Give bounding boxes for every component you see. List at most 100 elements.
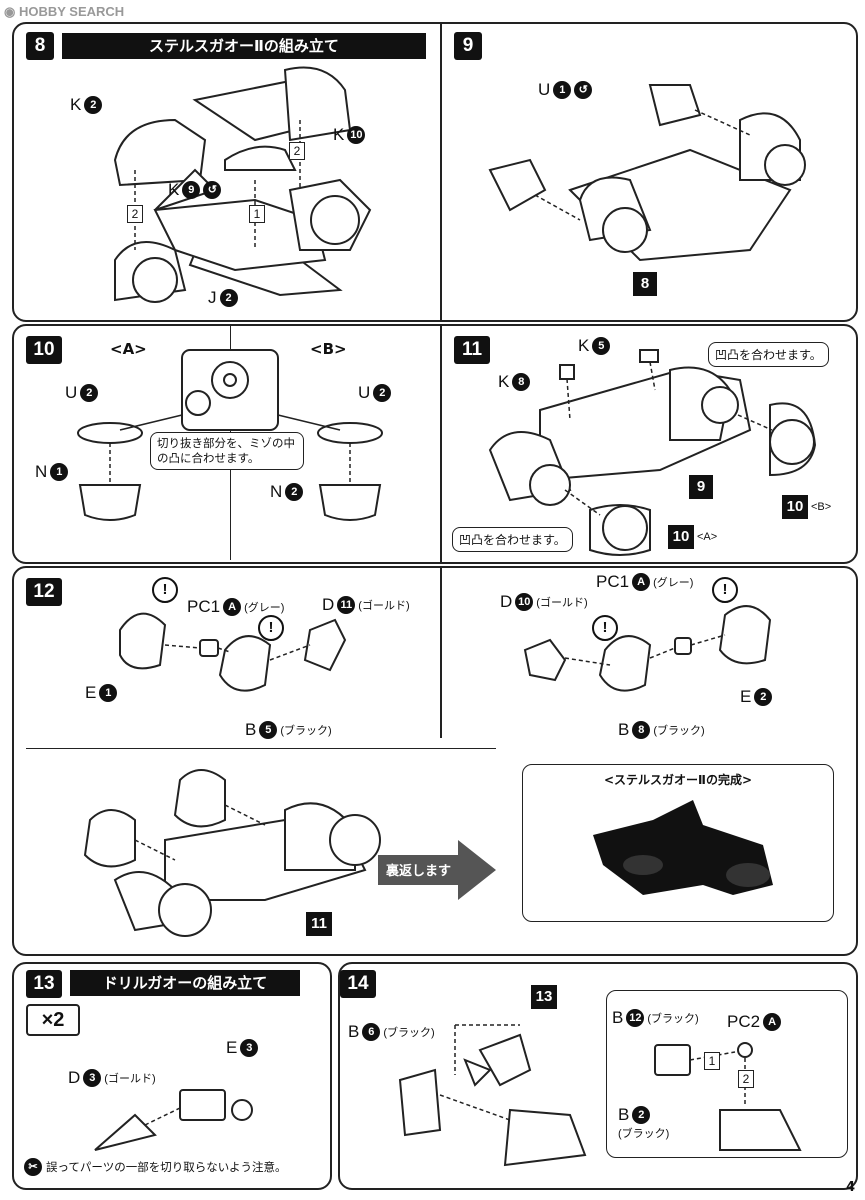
step-8-illustration <box>113 66 372 303</box>
flip-label: 裏返します <box>386 864 452 879</box>
step-8-title: ステルスガオーⅡの組み立て <box>62 33 426 59</box>
step-9-illustration <box>488 84 806 262</box>
label-b5-color: (ブラック) <box>280 725 332 737</box>
label-b6-letter: B <box>348 1022 360 1041</box>
label-k9-letter: K <box>168 180 180 199</box>
step-14-ref-13: 13 <box>531 985 557 1009</box>
label-pc2-text: PC2 <box>727 1012 761 1031</box>
step-9-number: 9 <box>454 32 482 60</box>
label-d11-num: 11 <box>337 596 356 614</box>
step-11-note-bottom: 凹凸を合わせます。 <box>452 527 573 552</box>
label-pc1-right-text: PC1 <box>596 572 630 591</box>
label-e1-letter: E <box>85 683 97 702</box>
label-pc1-right-color: (グレー) <box>653 577 694 589</box>
label-pc1-right-num: A <box>632 573 651 591</box>
label-b8-color: (ブラック) <box>653 725 705 737</box>
label-b6-color: (ブラック) <box>383 1027 435 1039</box>
label-d11-letter: D <box>322 595 335 614</box>
label-b12-num: 12 <box>626 1009 645 1027</box>
label-10a-text: <A> <box>697 531 718 543</box>
label-b: <B> <box>310 340 347 358</box>
completed-model-image <box>593 800 773 895</box>
step-8-order-1: 1 <box>249 205 265 223</box>
label-u2-right-letter: U <box>358 383 371 402</box>
step-13-caution-text: 誤ってパーツの一部を切り取らないよう注意。 <box>46 1160 287 1174</box>
step-10-illustration <box>77 349 383 521</box>
label-k10-num: 10 <box>347 126 366 144</box>
label-b8-num: 8 <box>632 721 651 739</box>
divider-12 <box>440 568 442 738</box>
step-12-right-illustration <box>523 605 772 692</box>
hobby-search-logo: ◉ HOBBY SEARCH <box>4 4 124 20</box>
step-10-number: 10 <box>26 336 62 364</box>
step-13-title: ドリルガオーの組み立て <box>70 970 300 996</box>
step-10-note: 切り抜き部分を、ミゾの中の凸に合わせます。 <box>150 432 304 470</box>
label-b12-color: (ブラック) <box>647 1013 699 1025</box>
label-k8-letter: K <box>498 372 510 391</box>
label-b2-num: 2 <box>632 1106 651 1124</box>
label-b5-num: 5 <box>259 721 278 739</box>
label-10a: 10<A> <box>668 525 717 549</box>
label-d3-color: (ゴールド) <box>104 1073 156 1085</box>
caution-icon: ! <box>152 577 178 603</box>
step-12-left-illustration <box>119 612 347 692</box>
step-14-order-1: 1 <box>704 1052 720 1070</box>
label-n2-num: 2 <box>285 483 304 501</box>
quantity-badge: ×2 <box>26 1004 80 1036</box>
caution-icon: ! <box>592 615 618 641</box>
label-e3-letter: E <box>226 1038 238 1057</box>
label-d10-color: (ゴールド) <box>536 597 588 609</box>
label-u2-left-num: 2 <box>80 384 99 402</box>
divider-12-horizontal <box>26 748 496 749</box>
label-k5-letter: K <box>578 336 590 355</box>
label-n2-letter: N <box>270 482 283 501</box>
label-pc1-left-text: PC1 <box>187 597 221 616</box>
label-10b: 10<B> <box>782 495 831 519</box>
label-a: <A> <box>110 340 147 358</box>
label-e2-letter: E <box>740 687 752 706</box>
step-11-illustration <box>488 349 817 556</box>
label-b6-num: 6 <box>362 1023 381 1041</box>
step-14-number: 14 <box>340 970 376 998</box>
label-j2-num: 2 <box>219 289 238 307</box>
panel-step-13 <box>12 962 332 1190</box>
label-n1-num: 1 <box>50 463 69 481</box>
step-13-caution: ✂ 誤ってパーツの一部を切り取らないよう注意。 <box>24 1158 286 1176</box>
step-8-number: 8 <box>26 32 54 60</box>
label-b2-color: (ブラック) <box>618 1128 670 1140</box>
cut-icon: ↺ <box>574 81 593 99</box>
step-14-inset-illustration <box>654 1042 802 1151</box>
divider-10-11 <box>440 326 442 562</box>
label-k5-num: 5 <box>592 337 611 355</box>
step-11-ref-9: 9 <box>689 475 713 499</box>
label-b12-letter: B <box>612 1008 624 1027</box>
label-e3-num: 3 <box>240 1039 259 1057</box>
label-u2-right-num: 2 <box>373 384 392 402</box>
step-13-illustration <box>94 1089 253 1151</box>
label-b2-letter: B <box>618 1105 630 1124</box>
label-10b-text: <B> <box>811 501 832 513</box>
label-k2-num: 2 <box>84 96 103 114</box>
label-k10-letter: K <box>333 125 345 144</box>
step-9-ref-8: 8 <box>633 272 657 296</box>
